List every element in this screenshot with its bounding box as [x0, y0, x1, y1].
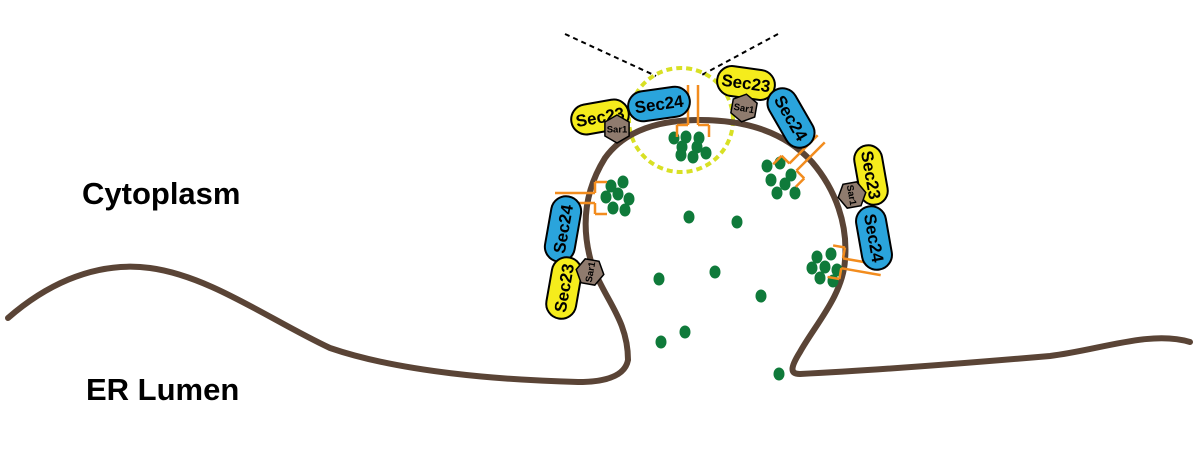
cargo-molecule — [761, 159, 773, 173]
er-membrane — [5, 117, 1193, 385]
cargo-molecule — [789, 186, 801, 200]
receptor-arm — [827, 275, 840, 281]
sar1-top-right-body — [730, 93, 758, 123]
sar1-right-label: Sar1 — [844, 184, 859, 207]
cargo-molecule — [623, 192, 635, 206]
cargo-molecule — [811, 250, 823, 264]
cargo-molecule — [691, 140, 703, 154]
cargo-molecule — [680, 130, 692, 144]
cargo-molecule — [655, 335, 667, 349]
cargo-molecule — [709, 265, 721, 279]
cargo-molecule — [814, 271, 826, 285]
sec24-right-body — [855, 205, 893, 271]
sec24-top-left: Sec24 — [627, 85, 691, 123]
cargo-molecule — [755, 289, 767, 303]
sec23-top-right: Sec23 — [716, 65, 776, 101]
receptor-strand — [795, 141, 826, 172]
cargo-molecule — [687, 150, 699, 164]
er-lumen-label: ER Lumen — [86, 372, 240, 407]
dashed-guide-line-right — [699, 33, 779, 77]
cargo-molecule — [607, 201, 619, 215]
cargo-molecule — [683, 210, 695, 224]
cytoplasm-label: Cytoplasm — [82, 176, 241, 211]
cargo-molecule — [653, 272, 665, 286]
cargo-molecule — [771, 186, 783, 200]
receptor-arm — [772, 154, 783, 166]
cargo-molecule — [765, 173, 777, 187]
cargo-molecule — [675, 148, 687, 162]
sar1-left-body — [575, 258, 605, 286]
sec23-left: Sec23 — [545, 256, 583, 320]
sar1-left: Sar1 — [575, 258, 605, 286]
receptor-arm — [794, 177, 806, 188]
sec24-top-right: Sec24 — [766, 87, 816, 149]
cargo-molecule — [700, 146, 712, 160]
receptor-arm — [832, 244, 846, 249]
receptor-arm — [780, 154, 791, 165]
cargo-molecule — [806, 261, 818, 275]
sec24-top-right-body — [766, 87, 816, 149]
receptor-strand — [841, 266, 881, 277]
cargo-molecule — [605, 179, 617, 193]
cargo-molecule — [819, 260, 831, 274]
sec23-left-body — [545, 256, 583, 320]
sar1-top-right: Sar1 — [730, 93, 758, 123]
cargo-molecule — [773, 367, 785, 381]
sar1-top-left: Sar1 — [604, 114, 630, 144]
dashed-guide-line-left — [564, 33, 657, 77]
sar1-right: Sar1 — [837, 181, 867, 209]
cargo-molecule — [825, 247, 837, 261]
cargo-molecule — [779, 177, 791, 191]
receptor-arm — [795, 169, 806, 180]
cargo-molecule — [612, 187, 624, 201]
sar1-top-right-label: Sar1 — [733, 102, 756, 117]
cargo-molecule — [679, 325, 691, 339]
sar1-left-label: Sar1 — [584, 260, 599, 283]
sar1-top-left-body — [604, 114, 630, 144]
cargo-molecule — [785, 168, 797, 182]
sec24-left: Sec24 — [543, 195, 583, 263]
receptor-arm — [841, 247, 847, 259]
cargo-molecule — [619, 203, 631, 217]
cargo-molecule — [600, 190, 612, 204]
cargo-molecule — [731, 215, 743, 229]
sec24-top-left-body — [627, 85, 691, 123]
receptor-arm — [838, 267, 843, 280]
cargo-molecule — [617, 175, 629, 189]
sar1-top-left-label: Sar1 — [607, 125, 628, 136]
sar1-right-body — [837, 181, 867, 209]
sec24-right: Sec24 — [855, 205, 893, 271]
